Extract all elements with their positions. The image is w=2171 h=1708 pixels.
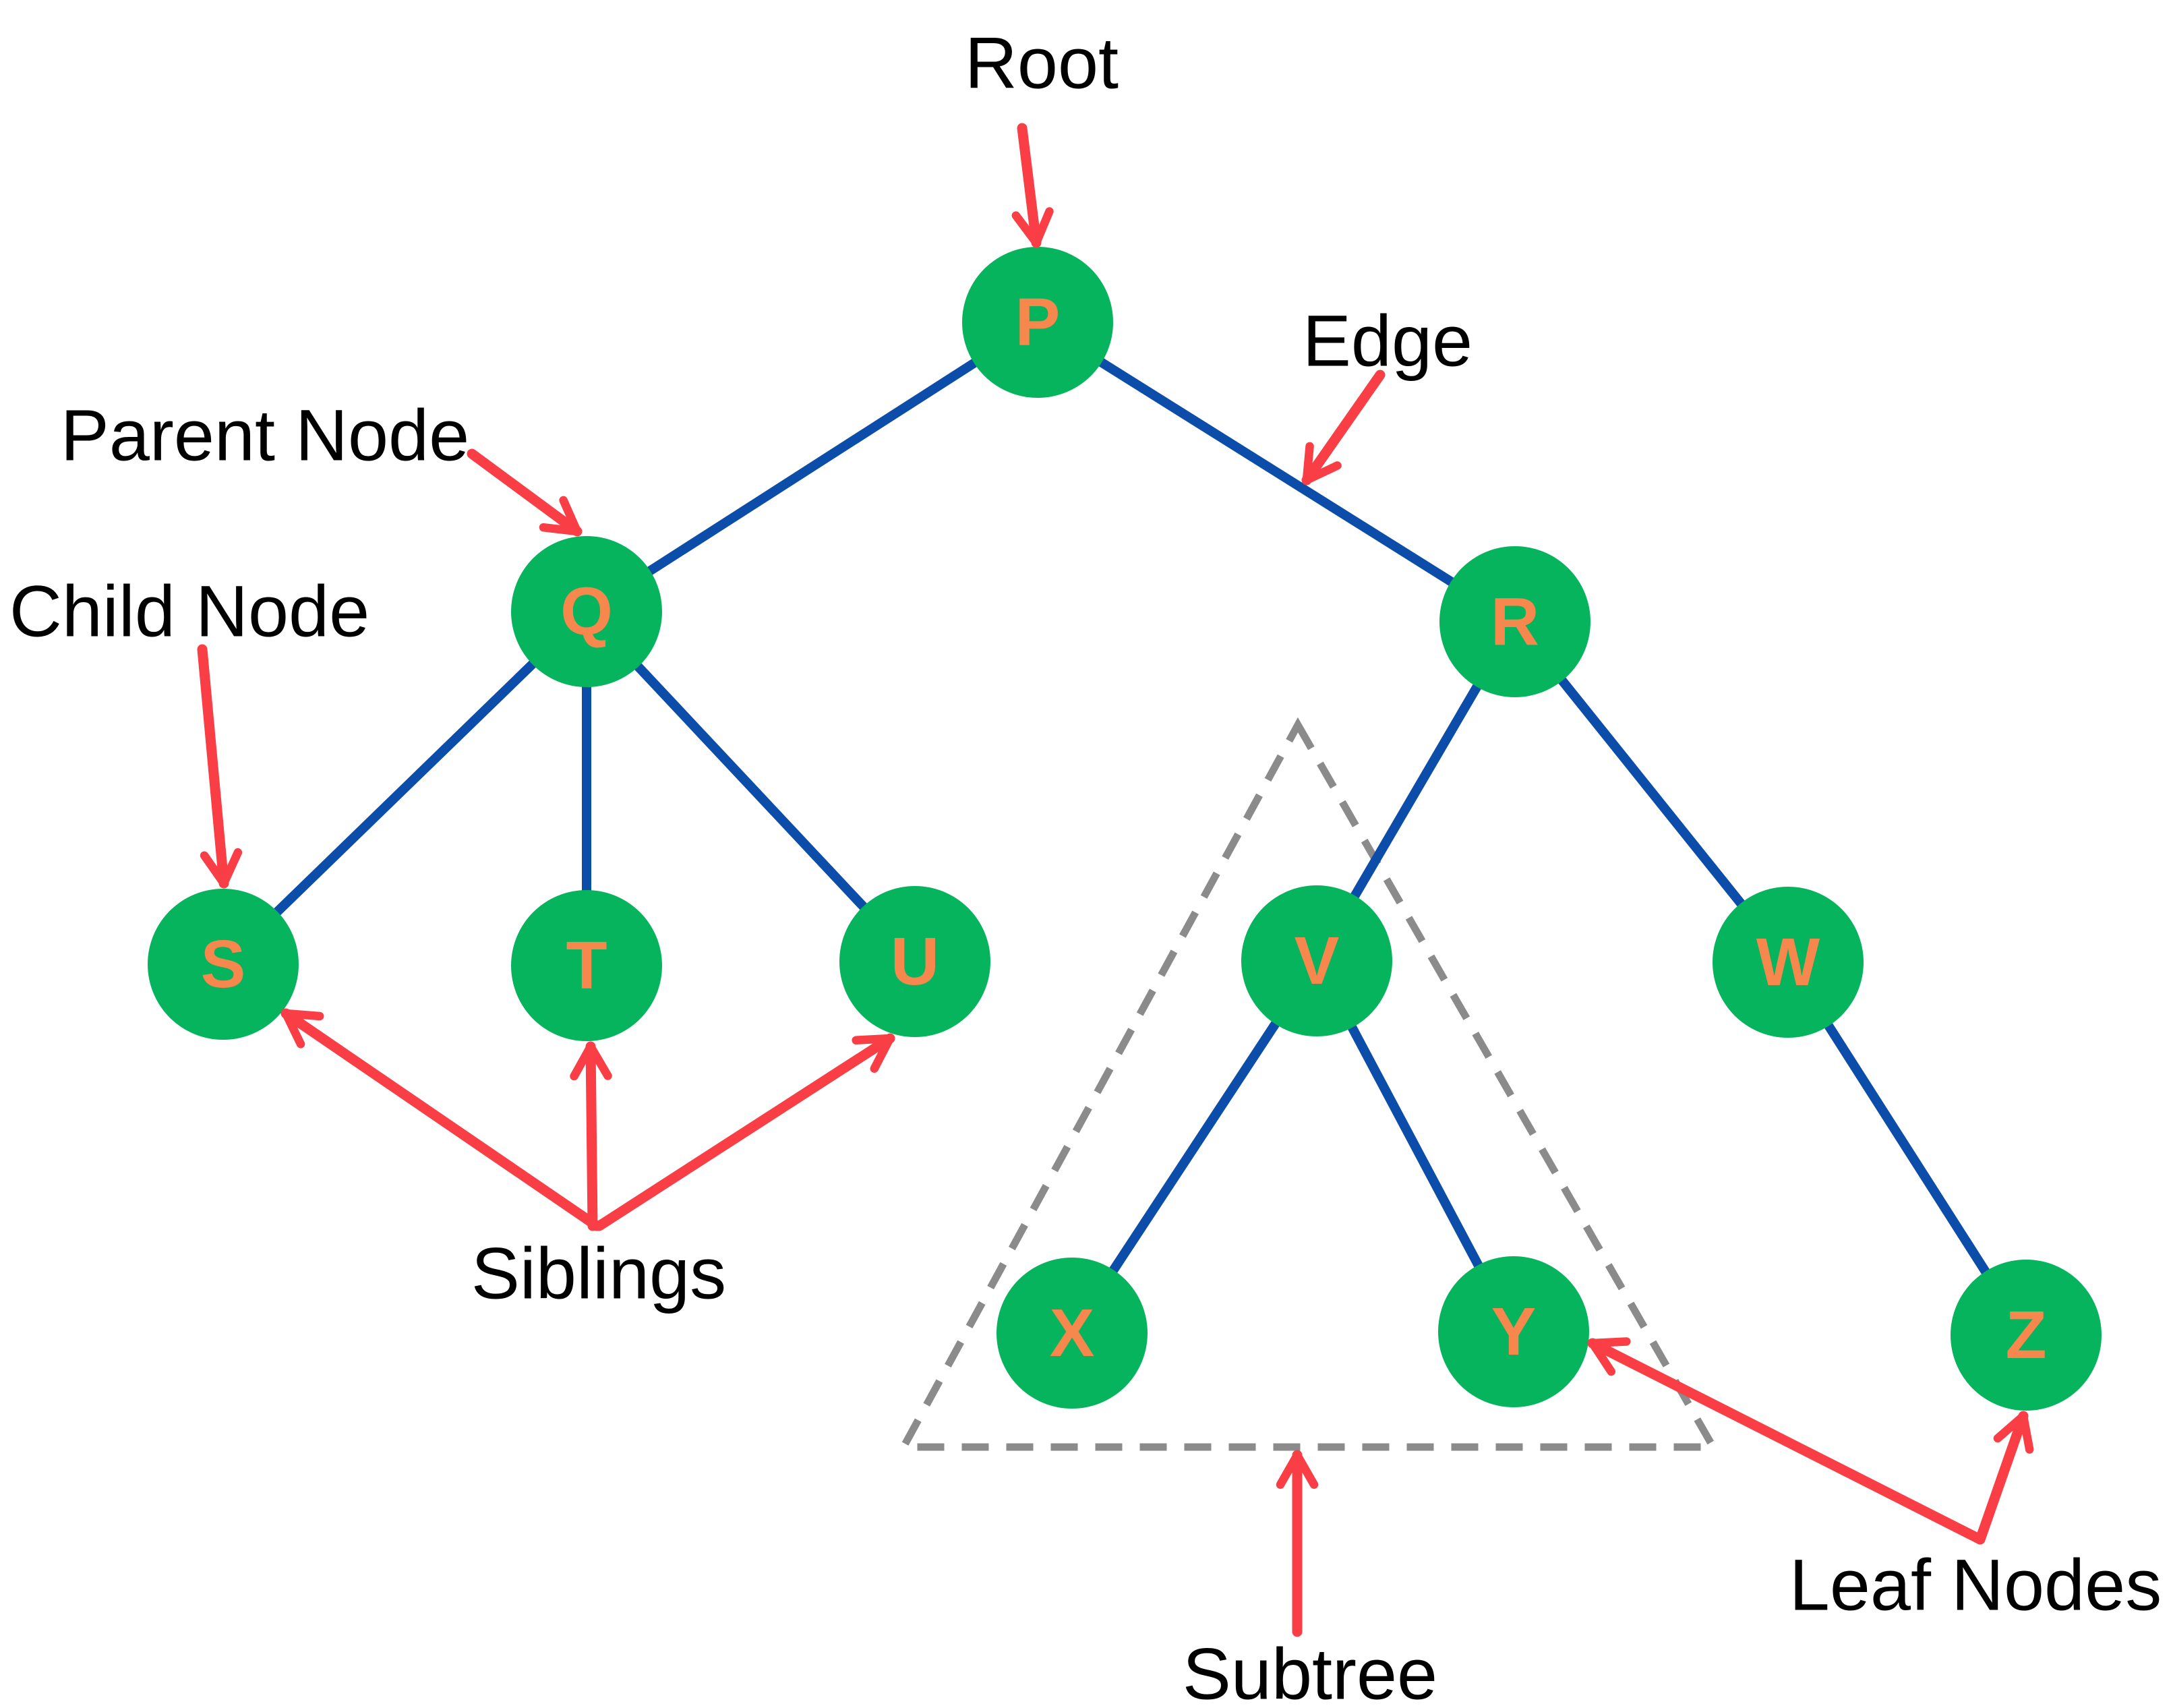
tree-node-S: S <box>148 889 299 1040</box>
label-child: Child Node <box>9 570 369 652</box>
node-S-letter: S <box>201 926 246 1002</box>
node-U-letter: U <box>891 924 939 999</box>
node-W-letter: W <box>1756 924 1820 1000</box>
tree-node-U: U <box>839 886 990 1037</box>
label-leaf: Leaf Nodes <box>1789 1544 2162 1626</box>
node-Y-letter: Y <box>1491 1294 1537 1370</box>
tree-edge-P-Q <box>582 318 1042 616</box>
label-siblings: Siblings <box>471 1233 726 1314</box>
tree-node-W: W <box>1713 887 1864 1038</box>
annotation-arrow-root-to-P <box>1011 123 1054 248</box>
subtree-boundary-layer <box>897 717 1720 1451</box>
node-Q-letter: Q <box>560 574 613 649</box>
tree-node-V: V <box>1241 885 1392 1036</box>
node-W-circle <box>1713 887 1864 1038</box>
tree-node-R: R <box>1439 546 1590 697</box>
label-edge: Edge <box>1303 300 1473 382</box>
label-root: Root <box>965 22 1119 104</box>
annotation-arrow-siblings-to-U <box>594 1033 895 1231</box>
node-Z-letter: Z <box>2005 1297 2046 1373</box>
annotation-arrow-siblings-to-S <box>280 1008 602 1231</box>
tree-edge-Q-S <box>218 607 591 969</box>
label-subtree: Subtree <box>1183 1633 1437 1708</box>
annotation-arrow-parent-to-Q <box>467 448 583 537</box>
node-U-circle <box>839 886 990 1037</box>
tree-node-Y: Y <box>1438 1256 1589 1407</box>
tree-node-T: T <box>511 890 662 1041</box>
node-Y-circle <box>1438 1256 1589 1407</box>
tree-nodes-layer: P Q R S T U V W X Y Z <box>148 247 2102 1411</box>
tree-node-X: X <box>997 1258 1148 1409</box>
node-V-circle <box>1241 885 1392 1036</box>
node-V-letter: V <box>1295 923 1340 999</box>
label-parent: Parent Node <box>61 394 469 476</box>
annotation-arrow-leaf-to-Y <box>1587 1337 1986 1545</box>
tree-node-Q: Q <box>511 536 662 687</box>
node-Z-circle <box>1951 1260 2102 1411</box>
annotation-arrow-leaf-to-Z <box>1975 1411 2034 1545</box>
node-X-circle <box>997 1258 1148 1409</box>
node-Q-circle <box>511 536 662 687</box>
node-R-circle <box>1439 546 1590 697</box>
node-T-circle <box>511 890 662 1041</box>
annotation-arrow-child-to-S <box>197 644 243 889</box>
node-S-circle <box>148 889 299 1040</box>
tree-node-P: P <box>962 247 1113 398</box>
tree-edge-P-R <box>1033 318 1520 626</box>
node-R-letter: R <box>1491 584 1539 659</box>
annotation-arrow-edge-to-PR <box>1301 370 1386 485</box>
tree-node-Z: Z <box>1951 1260 2102 1411</box>
annotation-arrow-siblings-to-T <box>570 1041 612 1231</box>
node-P-circle <box>962 247 1113 398</box>
tree-edge-Q-U <box>582 607 920 966</box>
node-P-letter: P <box>1015 285 1061 360</box>
node-X-letter: X <box>1050 1295 1095 1371</box>
annotation-arrows-layer <box>197 123 2034 1637</box>
node-T-letter: T <box>566 928 607 1003</box>
subtree-boundary-triangle <box>897 717 1720 1451</box>
